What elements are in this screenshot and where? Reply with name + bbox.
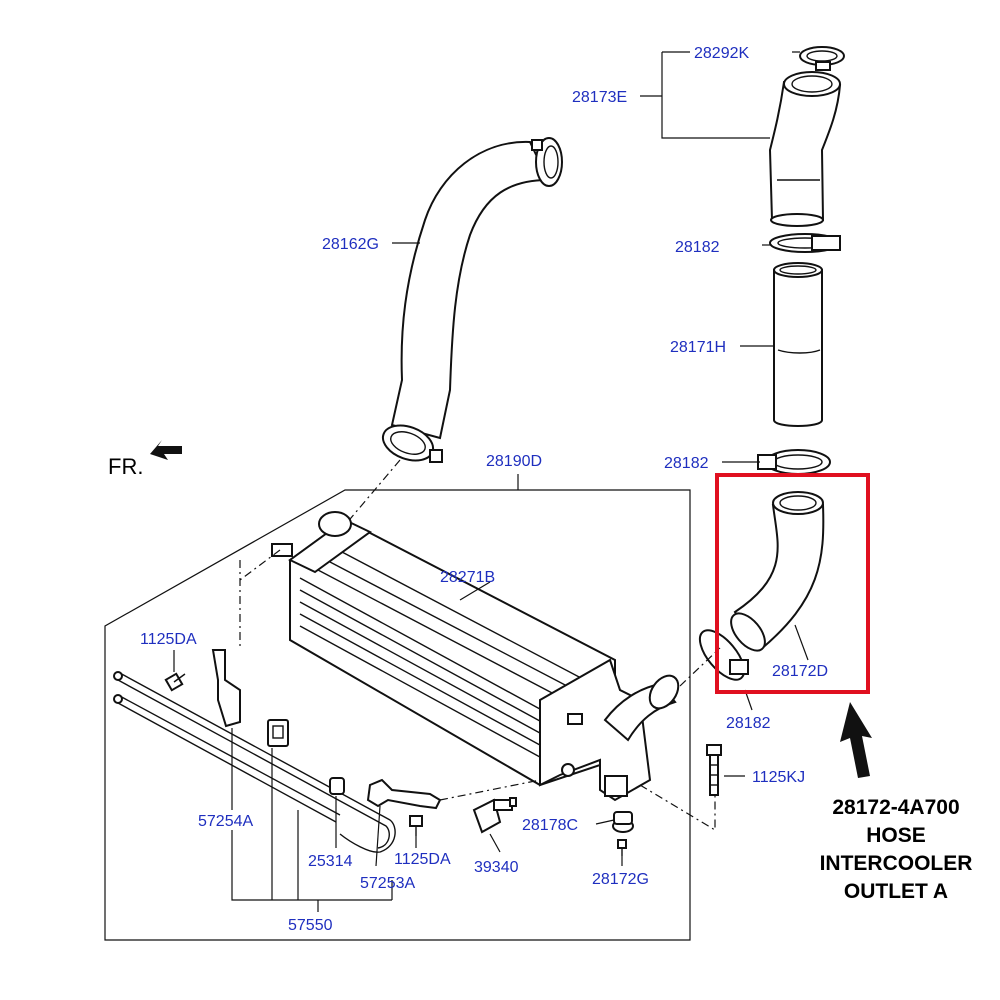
- caption-line-3: INTERCOOLER: [820, 852, 973, 875]
- bolt-28172g: [617, 839, 627, 856]
- clamp-28182-top: [769, 233, 841, 253]
- highlight-caption: 28172-4A700 HOSE INTERCOOLER OUTLET A: [820, 796, 973, 903]
- label-28182-mid: 28182: [664, 455, 709, 472]
- label-28190d: 28190D: [486, 453, 542, 470]
- label-1125da-top: 1125DA: [140, 631, 197, 648]
- caption-line-4: OUTLET A: [844, 880, 948, 903]
- caption-line-2: HOSE: [866, 824, 926, 847]
- label-28182-low: 28182: [726, 715, 771, 732]
- clamp-28182-mid: [757, 449, 831, 475]
- label-28271b: 28271B: [440, 569, 495, 586]
- rods-57550: [113, 671, 396, 853]
- fr-label: FR.: [108, 454, 143, 479]
- hose-28162g: [381, 137, 563, 463]
- clip-bracket: [267, 719, 289, 747]
- bracket-57253a: [366, 778, 442, 810]
- hose-28172d: [730, 491, 825, 652]
- bolt-1125da-top: [164, 672, 186, 692]
- front-direction-marker: FR.: [108, 440, 182, 479]
- front-arrow-icon: [150, 440, 182, 460]
- pipe-28171h: [773, 262, 823, 427]
- label-1125da-low: 1125DA: [394, 851, 451, 868]
- dash-link-bracket: [239, 549, 281, 650]
- label-28173e: 28173E: [572, 89, 627, 106]
- clamp-28292k: [799, 46, 845, 71]
- label-57253a: 57253A: [360, 875, 415, 892]
- dash-link-1125kj: [639, 784, 716, 832]
- label-28182-top: 28182: [675, 239, 720, 256]
- label-28172d: 28172D: [772, 663, 828, 680]
- pointer-arrow-icon: [840, 702, 872, 778]
- leader-lines: [173, 51, 809, 912]
- bolt-1125kj: [706, 744, 722, 796]
- caption-part-number: 28172-4A700: [832, 796, 959, 819]
- pipe-28173e: [768, 71, 842, 227]
- bracket-57254a: [211, 649, 241, 728]
- label-28171h: 28171H: [670, 339, 726, 356]
- label-28178c: 28178C: [522, 817, 578, 834]
- bolt-1125da-low: [409, 815, 423, 836]
- dash-link-sensor: [439, 779, 541, 801]
- grommet-28178c: [612, 811, 634, 833]
- part-labels: 28292K 28173E 28182 28171H 28182 28162G …: [140, 45, 828, 934]
- highlight-box: [715, 473, 870, 694]
- dash-link-28162g: [344, 459, 401, 526]
- grommet-25314: [329, 777, 345, 795]
- clamp-28182-low: [698, 629, 749, 681]
- assembly-frame-28190d: [104, 489, 691, 941]
- label-57550: 57550: [288, 917, 333, 934]
- sensor-39340: [472, 797, 517, 834]
- label-25314: 25314: [308, 853, 353, 870]
- label-28162g: 28162G: [322, 236, 379, 253]
- label-28292k: 28292K: [694, 45, 749, 62]
- label-1125kj: 1125KJ: [752, 769, 805, 786]
- label-28172g: 28172G: [592, 871, 649, 888]
- label-39340: 39340: [474, 859, 519, 876]
- label-57254a: 57254A: [198, 813, 253, 830]
- intercooler-28271b: [271, 511, 680, 802]
